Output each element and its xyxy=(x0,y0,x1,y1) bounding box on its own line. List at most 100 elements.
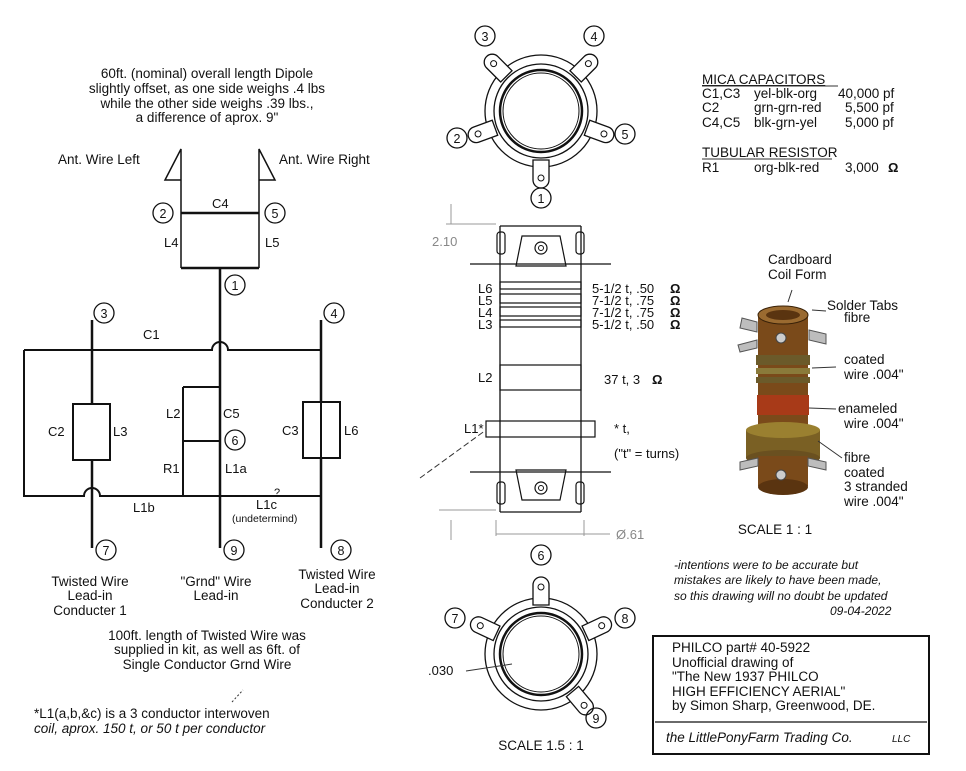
l1b-label: L1b xyxy=(133,500,155,515)
svg-text:9: 9 xyxy=(231,544,238,558)
resistor-title: TUBULAR RESISTOR xyxy=(702,145,838,160)
cardboard-label: Coil Form xyxy=(768,267,827,282)
node-5: 5 xyxy=(264,202,286,224)
l3-label: L3 xyxy=(113,424,127,439)
ohm-icon: Ω xyxy=(670,281,680,296)
dim-top: 2.10 xyxy=(432,234,457,249)
cap-code: blk-grn-yel xyxy=(754,115,817,130)
top-tab-1: 1 xyxy=(530,187,552,209)
node-4: 4 xyxy=(323,302,345,324)
l5-label: L5 xyxy=(265,235,279,250)
c4-label: C4 xyxy=(212,196,229,211)
resistor-value: 3,000 xyxy=(845,160,879,175)
coil-spec-l4: 7-1/2 t, .75 xyxy=(592,305,654,320)
side-view: 2.10 Ø.61 L6 L5 L4 L3 5-1/2 t, .50 7-1/2… xyxy=(419,204,680,542)
svg-text:6: 6 xyxy=(538,549,545,563)
l6-label: L6 xyxy=(344,423,358,438)
dim-diameter: Ø.61 xyxy=(616,527,644,542)
ant-right-arrow xyxy=(258,148,277,268)
ohm-icon: Ω xyxy=(670,317,680,332)
cap-value: 40,000 pf xyxy=(838,86,895,101)
c5-label: C5 xyxy=(223,406,240,421)
cap-name: C1,C3 xyxy=(702,86,740,101)
kit-note-line: supplied in kit, as well as 6ft. of xyxy=(114,642,300,657)
bottom-tab-9: 9 xyxy=(585,707,607,729)
footnote: *L1(a,b,&c) is a 3 conductor interwoven … xyxy=(34,706,270,736)
bottom-scale: SCALE 1.5 : 1 xyxy=(498,738,584,753)
l1a-label: L1a xyxy=(225,461,247,476)
cap-name: C2 xyxy=(702,100,719,115)
coil-spec-l6: 5-1/2 t, .50 xyxy=(592,281,654,296)
svg-text:2: 2 xyxy=(160,207,167,221)
turns-note: ("t" = turns) xyxy=(614,446,679,461)
svg-text:7: 7 xyxy=(452,612,459,626)
ant-left-label: Ant. Wire Left xyxy=(58,152,140,167)
bottom-dim: .030 xyxy=(428,663,453,678)
c3-label: C3 xyxy=(282,423,299,438)
coil-spec-l3: 5-1/2 t, .50 xyxy=(592,317,654,332)
svg-text:8: 8 xyxy=(622,612,629,626)
bottom-tab-8: 8 xyxy=(614,607,636,629)
l1c-question: ? xyxy=(274,487,280,499)
fibre2-label: wire .004" xyxy=(843,494,904,509)
description-line: slightly offset, as one side weighs .4 l… xyxy=(89,81,325,96)
node-7: 7 xyxy=(95,539,117,561)
undetermind-label: (undetermind) xyxy=(232,513,297,525)
component-table: MICA CAPACITORS C1,C3 yel-blk-org 40,000… xyxy=(702,72,898,175)
enameled-label: enameled xyxy=(838,401,897,416)
l4-label: L4 xyxy=(164,235,178,250)
cardboard-label: Cardboard xyxy=(768,252,832,267)
top-tab-3: 3 xyxy=(474,25,496,47)
svg-text:4: 4 xyxy=(591,30,598,44)
svg-text:6: 6 xyxy=(232,434,239,448)
enameled-label: wire .004" xyxy=(843,416,904,431)
top-view: 3 4 2 5 1 xyxy=(446,25,636,209)
top-tab-5: 5 xyxy=(614,123,636,145)
ohm-icon: Ω xyxy=(888,160,898,175)
coil-spec-l5: 7-1/2 t, .75 xyxy=(592,293,654,308)
lead-left-label: Lead-in xyxy=(67,588,112,603)
lead-right-label: Conducter 2 xyxy=(300,596,374,611)
node-8: 8 xyxy=(330,539,352,561)
svg-text:9: 9 xyxy=(593,712,600,726)
cap-code: grn-grn-red xyxy=(754,100,822,115)
node-3: 3 xyxy=(93,302,115,324)
disclaimer-line: so this drawing will no doubt be updated xyxy=(674,589,888,603)
kit-note-line: 100ft. length of Twisted Wire was xyxy=(108,628,306,643)
svg-text:4: 4 xyxy=(331,307,338,321)
description-line: while the other side weighs .39 lbs., xyxy=(99,96,313,111)
title-line: by Simon Sharp, Greenwood, DE. xyxy=(672,698,875,713)
cap-name: C4,C5 xyxy=(702,115,740,130)
svg-text:3: 3 xyxy=(482,30,489,44)
description-line: a difference of aprox. 9" xyxy=(136,110,279,125)
coil-spec-l2: 37 t, 3 xyxy=(604,372,640,387)
title-line: HIGH EFFICIENCY AERIAL" xyxy=(672,684,846,699)
ohm-icon: Ω xyxy=(670,293,680,308)
svg-text:5: 5 xyxy=(272,207,279,221)
top-tab-4: 4 xyxy=(583,25,605,47)
lead-right-label: Twisted Wire xyxy=(298,567,375,582)
ant-left-arrow xyxy=(163,148,182,268)
ohm-icon: Ω xyxy=(670,305,680,320)
bottom-tab-7: 7 xyxy=(444,607,466,629)
c2-label: C2 xyxy=(48,424,65,439)
lead-center-label: Lead-in xyxy=(193,588,238,603)
title-line: PHILCO part# 40-5922 xyxy=(672,640,810,655)
bottom-view: .030 6 7 8 9 SCALE 1.5 : 1 xyxy=(428,544,636,753)
bottom-tab-6: 6 xyxy=(530,544,552,566)
cap-code: yel-blk-org xyxy=(754,86,817,101)
resistor-code: org-blk-red xyxy=(754,160,819,175)
fibre1-label: coated xyxy=(844,352,885,367)
coil-spec-l1: * t, xyxy=(614,421,630,436)
coil-name-l1: L1* xyxy=(464,421,484,436)
top-tab-2: 2 xyxy=(446,127,468,149)
capacitors-title: MICA CAPACITORS xyxy=(702,72,825,87)
r1-label: R1 xyxy=(163,461,180,476)
description-block: 60ft. (nominal) overall length Dipole sl… xyxy=(89,66,325,125)
svg-text:5: 5 xyxy=(622,128,629,142)
lead-left-label: Twisted Wire xyxy=(51,574,128,589)
node-6: 6 xyxy=(224,429,246,451)
description-line: 60ft. (nominal) overall length Dipole xyxy=(101,66,313,81)
disclaimer: -intentions were to be accurate but mist… xyxy=(674,558,892,618)
